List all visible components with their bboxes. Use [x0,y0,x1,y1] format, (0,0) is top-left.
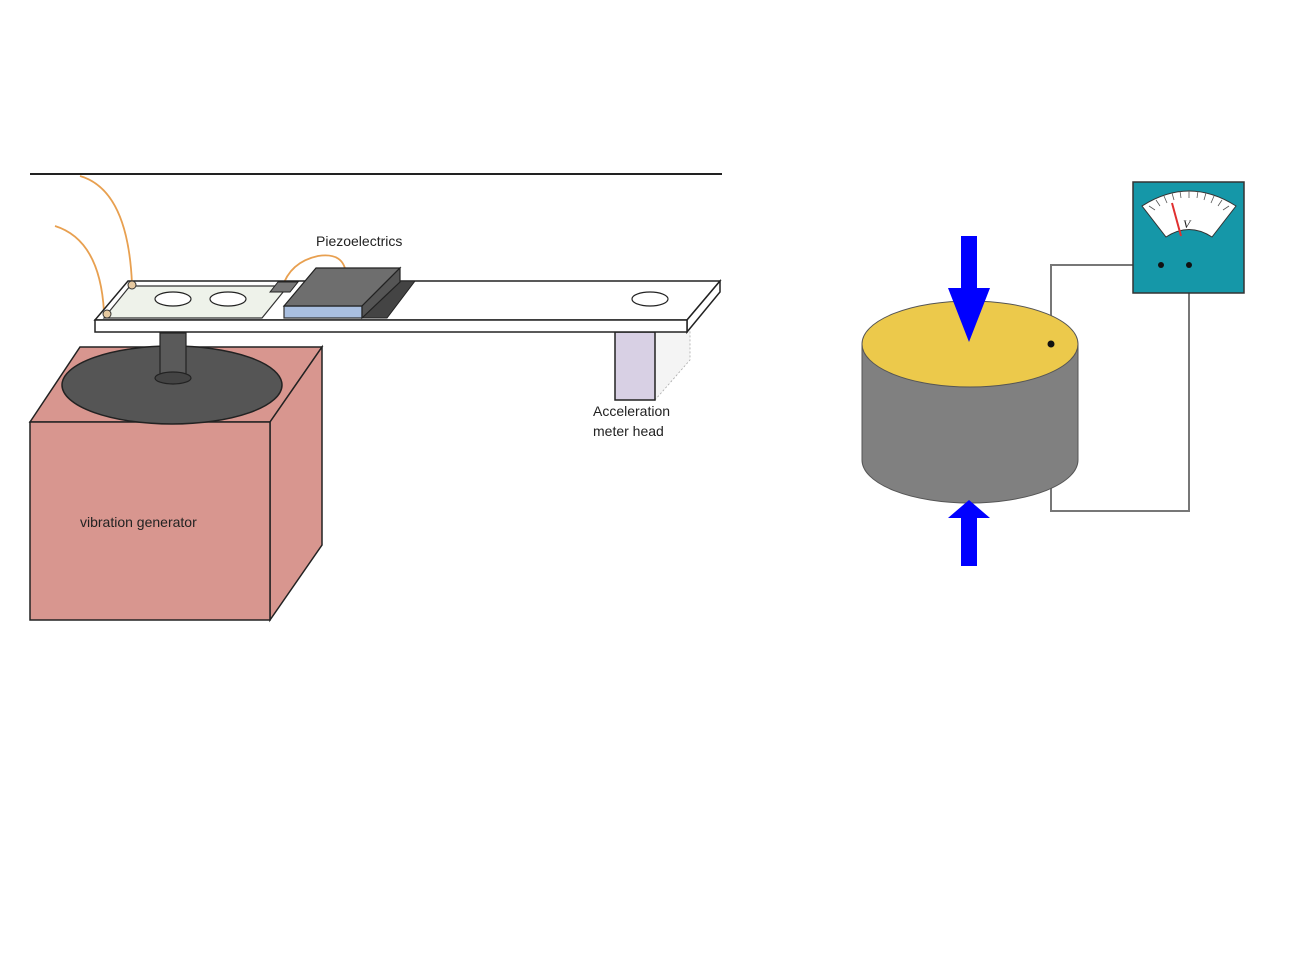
beam-hole-2 [209,291,247,307]
beam-hole-1 [154,291,192,307]
voltmeter-terminal-negative [1158,262,1164,268]
wire-piezo [281,254,347,289]
wire-left-2 [54,225,105,313]
beam-hole-3 [631,291,669,307]
piezo-cylinder [861,300,1079,504]
clamp-bolt-1 [127,280,137,290]
acceleration-meter-label-line2: meter head [593,423,664,439]
electrode-contact [1047,340,1055,348]
piezoelectrics-label: Piezoelectrics [316,233,402,249]
piezo-voltage-diagram: V [861,181,1245,566]
clamp-bolt-2 [102,309,112,319]
force-arrow-down [948,236,990,342]
clamp-plate [102,285,290,319]
piezoelectric-element [268,266,417,320]
circuit-wire-right [1050,265,1190,512]
wire-left-1 [79,175,133,285]
voltmeter-terminal-positive [1186,262,1192,268]
voltmeter: V [1132,181,1245,294]
voltmeter-scale-ticks [1148,190,1230,211]
acceleration-meter-label-line1: Acceleration [593,403,670,419]
force-arrow-up [948,500,990,566]
vibration-generator-label: vibration generator [80,514,197,530]
voltmeter-symbol: V [1183,217,1192,231]
connector-post-base [154,371,192,385]
voltmeter-dial [1141,190,1237,238]
cantilever-setup-diagram: Piezoelectrics Acceleration meter head v… [28,173,722,623]
connector-post [159,332,187,380]
voltmeter-needle [1171,202,1182,237]
